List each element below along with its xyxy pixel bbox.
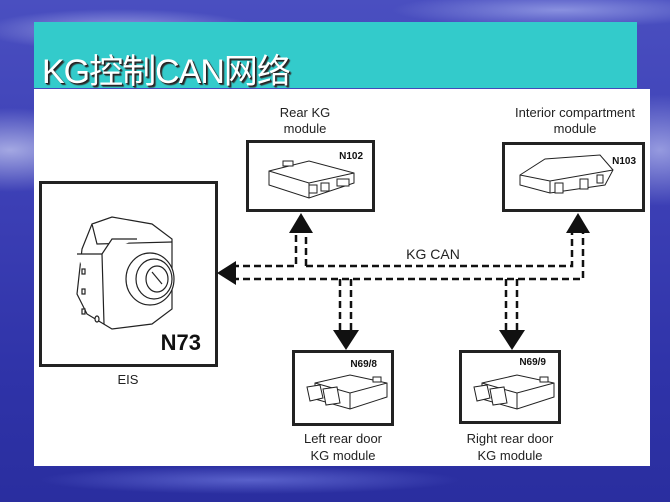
interior-module-icon: [519, 154, 614, 194]
rear-kg-module-icon: [268, 160, 355, 199]
title-banner: [34, 22, 637, 88]
eis-module-box: N73: [39, 181, 218, 367]
rear-kg-label-line1: Rear KG: [279, 105, 331, 120]
left-rear-door-module-icon: [306, 374, 388, 410]
interior-module-box: N103: [502, 142, 645, 212]
slide-title: KG控制CAN网络: [42, 53, 291, 91]
right-rear-door-module-icon: [473, 374, 555, 410]
right-rear-door-label-line2: KG module: [477, 448, 543, 463]
left-rear-door-code: N69/8: [350, 359, 377, 370]
eis-ignition-switch-icon: [76, 216, 175, 330]
right-rear-door-label-line1: Right rear door: [466, 431, 554, 446]
interior-label-line1: Interior compartment: [515, 105, 635, 120]
rear-kg-module-box: N102: [246, 140, 375, 212]
left-rear-door-label-line2: KG module: [310, 448, 376, 463]
bus-label: KG CAN: [406, 246, 460, 262]
right-rear-door-module-box: N69/9: [459, 350, 561, 424]
interior-code: N103: [612, 156, 636, 167]
right-rear-door-code: N69/9: [519, 357, 546, 368]
eis-code: N73: [160, 330, 201, 355]
interior-label-line2: module: [553, 121, 597, 136]
rear-kg-code: N102: [339, 151, 363, 162]
rear-kg-label-line2: module: [283, 121, 327, 136]
left-rear-door-label-line1: Left rear door: [303, 431, 383, 446]
left-rear-door-module-box: N69/8: [292, 350, 394, 426]
eis-label: EIS: [117, 372, 139, 387]
